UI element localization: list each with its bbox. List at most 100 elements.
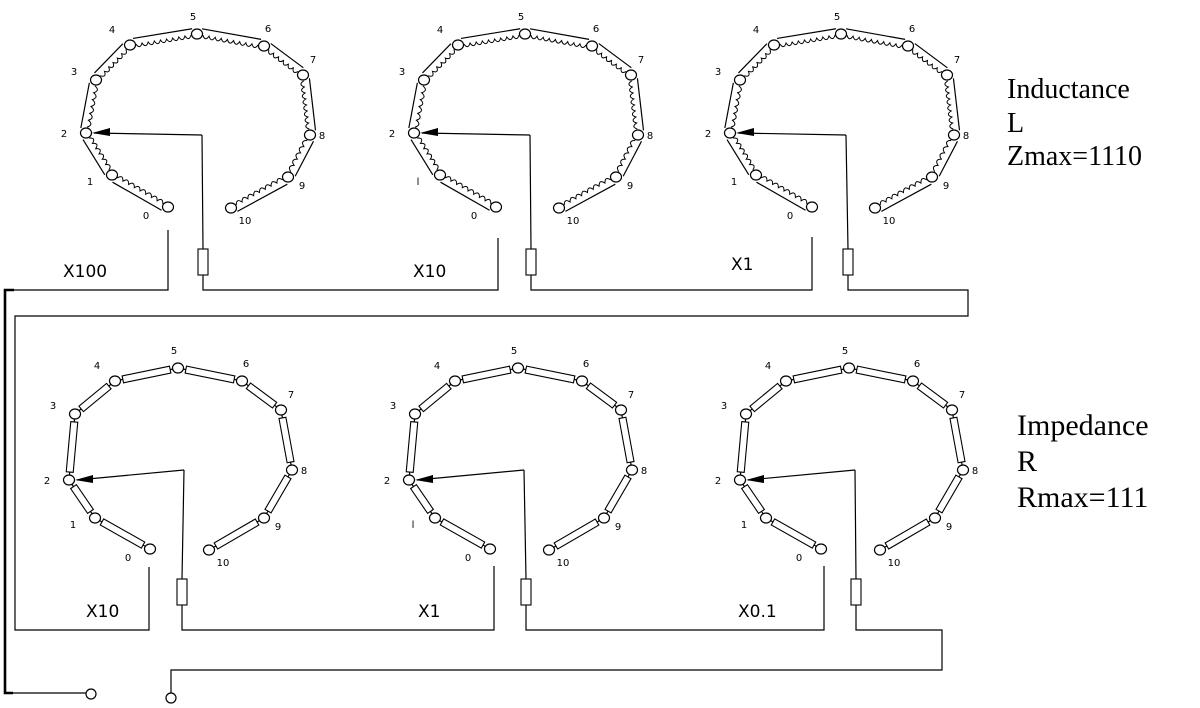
inductor-coil <box>288 139 308 172</box>
dial-position-label: 8 <box>641 466 647 477</box>
inductor-coil <box>932 139 952 172</box>
dial-contact-node <box>105 169 119 181</box>
dial-contact-node <box>956 464 970 476</box>
dial-position-label: 10 <box>567 216 580 227</box>
dial-contact-node <box>257 40 271 52</box>
dial-position-label: 2 <box>44 476 50 487</box>
output-terminal-left <box>85 688 97 700</box>
inductor-coil <box>846 34 903 48</box>
resistor-body <box>749 382 783 413</box>
dial-contact-node <box>947 129 961 141</box>
inductor-coil <box>733 137 755 171</box>
dial-contact-node <box>928 512 942 524</box>
wiper-arrowhead <box>415 475 433 483</box>
dial-position-label: 10 <box>883 216 896 227</box>
resistor-body <box>245 382 278 409</box>
coil-rail <box>440 181 490 211</box>
wiper-arrowhead <box>746 475 764 483</box>
coil-rail <box>112 181 162 211</box>
dial-position-label: 2 <box>705 129 711 140</box>
wiper-resistor <box>525 248 537 276</box>
wire-x1-to-x01-bottom <box>525 566 825 631</box>
inductor-coil <box>879 177 928 206</box>
dial-position-label: 10 <box>239 216 252 227</box>
wiper-arm <box>93 132 203 136</box>
resistor-body <box>855 365 907 384</box>
dial-position-label: 8 <box>972 466 978 477</box>
decade-multiplier-label: X10 <box>413 262 446 282</box>
inductor-coil <box>944 80 954 130</box>
coil-rail <box>460 28 521 40</box>
wiper-resistor <box>176 578 188 606</box>
wire-top-to-bottom <box>14 275 969 631</box>
dial-contact-node <box>285 464 299 476</box>
resistor-body <box>949 416 966 464</box>
resistor-body <box>740 483 766 515</box>
dial-position-label: 4 <box>765 361 771 372</box>
coil-rail <box>132 28 193 40</box>
dial-position-label: 1 <box>87 177 93 188</box>
inductor-coil <box>616 139 636 172</box>
inductor-coil <box>428 49 455 77</box>
dial-contact-node <box>597 512 611 524</box>
dial-position-label: 9 <box>946 522 952 533</box>
dial-contact-node <box>739 408 753 420</box>
dial-position-label: 4 <box>94 361 100 372</box>
decade-multiplier-label: X10 <box>86 602 119 622</box>
dial-contact-node <box>224 202 238 214</box>
bracket-lead <box>3 288 14 695</box>
coil-rail <box>776 28 837 40</box>
inductor-coil <box>596 49 627 73</box>
wiper-arrowhead <box>92 128 110 136</box>
wire-to-output <box>170 605 943 693</box>
wiper-resistor <box>842 248 854 276</box>
wiper-arm <box>421 132 531 136</box>
coil-rail <box>726 139 750 176</box>
inductor-coil <box>417 137 439 171</box>
inductance-legend: Inductance L Zmax=1110 <box>1007 73 1142 174</box>
dial-contact-node <box>303 129 317 141</box>
coil-rail <box>82 139 106 176</box>
impedance-symbol: R <box>1017 445 1038 478</box>
decade-multiplier-label: X1 <box>418 602 440 622</box>
resistor-body <box>418 382 452 413</box>
inductor-coil <box>86 85 98 128</box>
dial-group: 012345678910X1000l2345678910X10012345678… <box>44 12 978 622</box>
dial-position-label: 6 <box>265 24 271 35</box>
inductor-coil <box>414 85 426 128</box>
coil-rail <box>938 141 958 177</box>
coil-rail <box>80 82 90 129</box>
dial-position-label: 8 <box>301 466 307 477</box>
inductor-coil <box>563 177 612 206</box>
dial-position-label: 10 <box>217 558 230 569</box>
inductor-coil <box>100 49 127 77</box>
dial-position-label: 4 <box>437 25 443 36</box>
dial-contact-node <box>614 404 628 416</box>
coil-rail <box>270 43 304 69</box>
dial-position-label: 6 <box>909 24 915 35</box>
dial-position-label: 0 <box>125 553 131 564</box>
coil-rail <box>952 78 961 131</box>
dial-contact-node <box>79 127 93 139</box>
dial-contact-node <box>609 171 623 183</box>
dial-position-label: 3 <box>721 401 727 412</box>
resistor-body <box>935 474 963 514</box>
wire-x100-to-x10 <box>202 238 499 291</box>
dial-position-label: 1 <box>70 520 76 531</box>
dial-contact-node <box>489 201 503 213</box>
resistor-body <box>278 416 295 464</box>
dial-contact-node <box>805 201 819 213</box>
dial-contact-node <box>62 474 76 486</box>
coil-rail <box>598 43 632 69</box>
wiper-lead <box>845 134 849 250</box>
dial-contact-node <box>451 39 465 51</box>
wiper-arrowhead <box>736 128 754 136</box>
inductor-coil <box>444 176 492 205</box>
inductor-coil <box>912 49 943 73</box>
dial-position-label: 7 <box>288 390 294 401</box>
